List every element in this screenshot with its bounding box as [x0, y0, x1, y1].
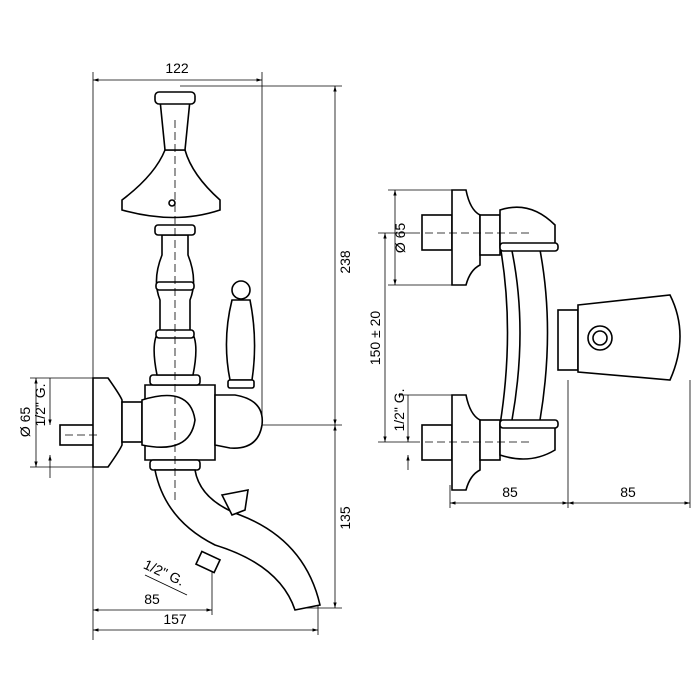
upper-flange: [451, 189, 481, 286]
front-view: 122 238 135 Ø 65 1/2" G. 1/2" G. 85 157: [17, 60, 353, 640]
diverter-knob: [220, 489, 249, 517]
upper-wall-pipe: [421, 214, 453, 251]
lower-wall-pipe: [421, 424, 453, 461]
dim-85: 85: [144, 591, 160, 607]
side-dim-85-left: 85: [502, 484, 518, 500]
side-dim-flange-diameter: Ø 65: [392, 223, 408, 254]
mixer-valve: [214, 394, 264, 449]
side-dim-center-distance: 150 ± 20: [367, 311, 383, 366]
lever-handle: [225, 299, 256, 381]
dim-135: 135: [337, 506, 353, 530]
shower-head: [121, 149, 221, 219]
dim-122: 122: [165, 60, 189, 76]
bath-spout: [154, 469, 321, 611]
dim-157: 157: [163, 611, 187, 627]
side-dim-wall-thread: 1/2" G.: [391, 388, 407, 431]
wall-flange: [92, 377, 123, 468]
lower-flange: [451, 394, 481, 491]
dim-238: 238: [337, 250, 353, 274]
side-view: Ø 65 150 ± 20 1/2" G. 85 85: [367, 189, 691, 508]
shower-outlet: [194, 550, 222, 574]
dim-flange-diameter: Ø 65: [17, 407, 33, 438]
dim-wall-thread: 1/2" G.: [32, 383, 48, 426]
side-dim-85-right: 85: [620, 484, 636, 500]
handle-side: [577, 294, 681, 381]
